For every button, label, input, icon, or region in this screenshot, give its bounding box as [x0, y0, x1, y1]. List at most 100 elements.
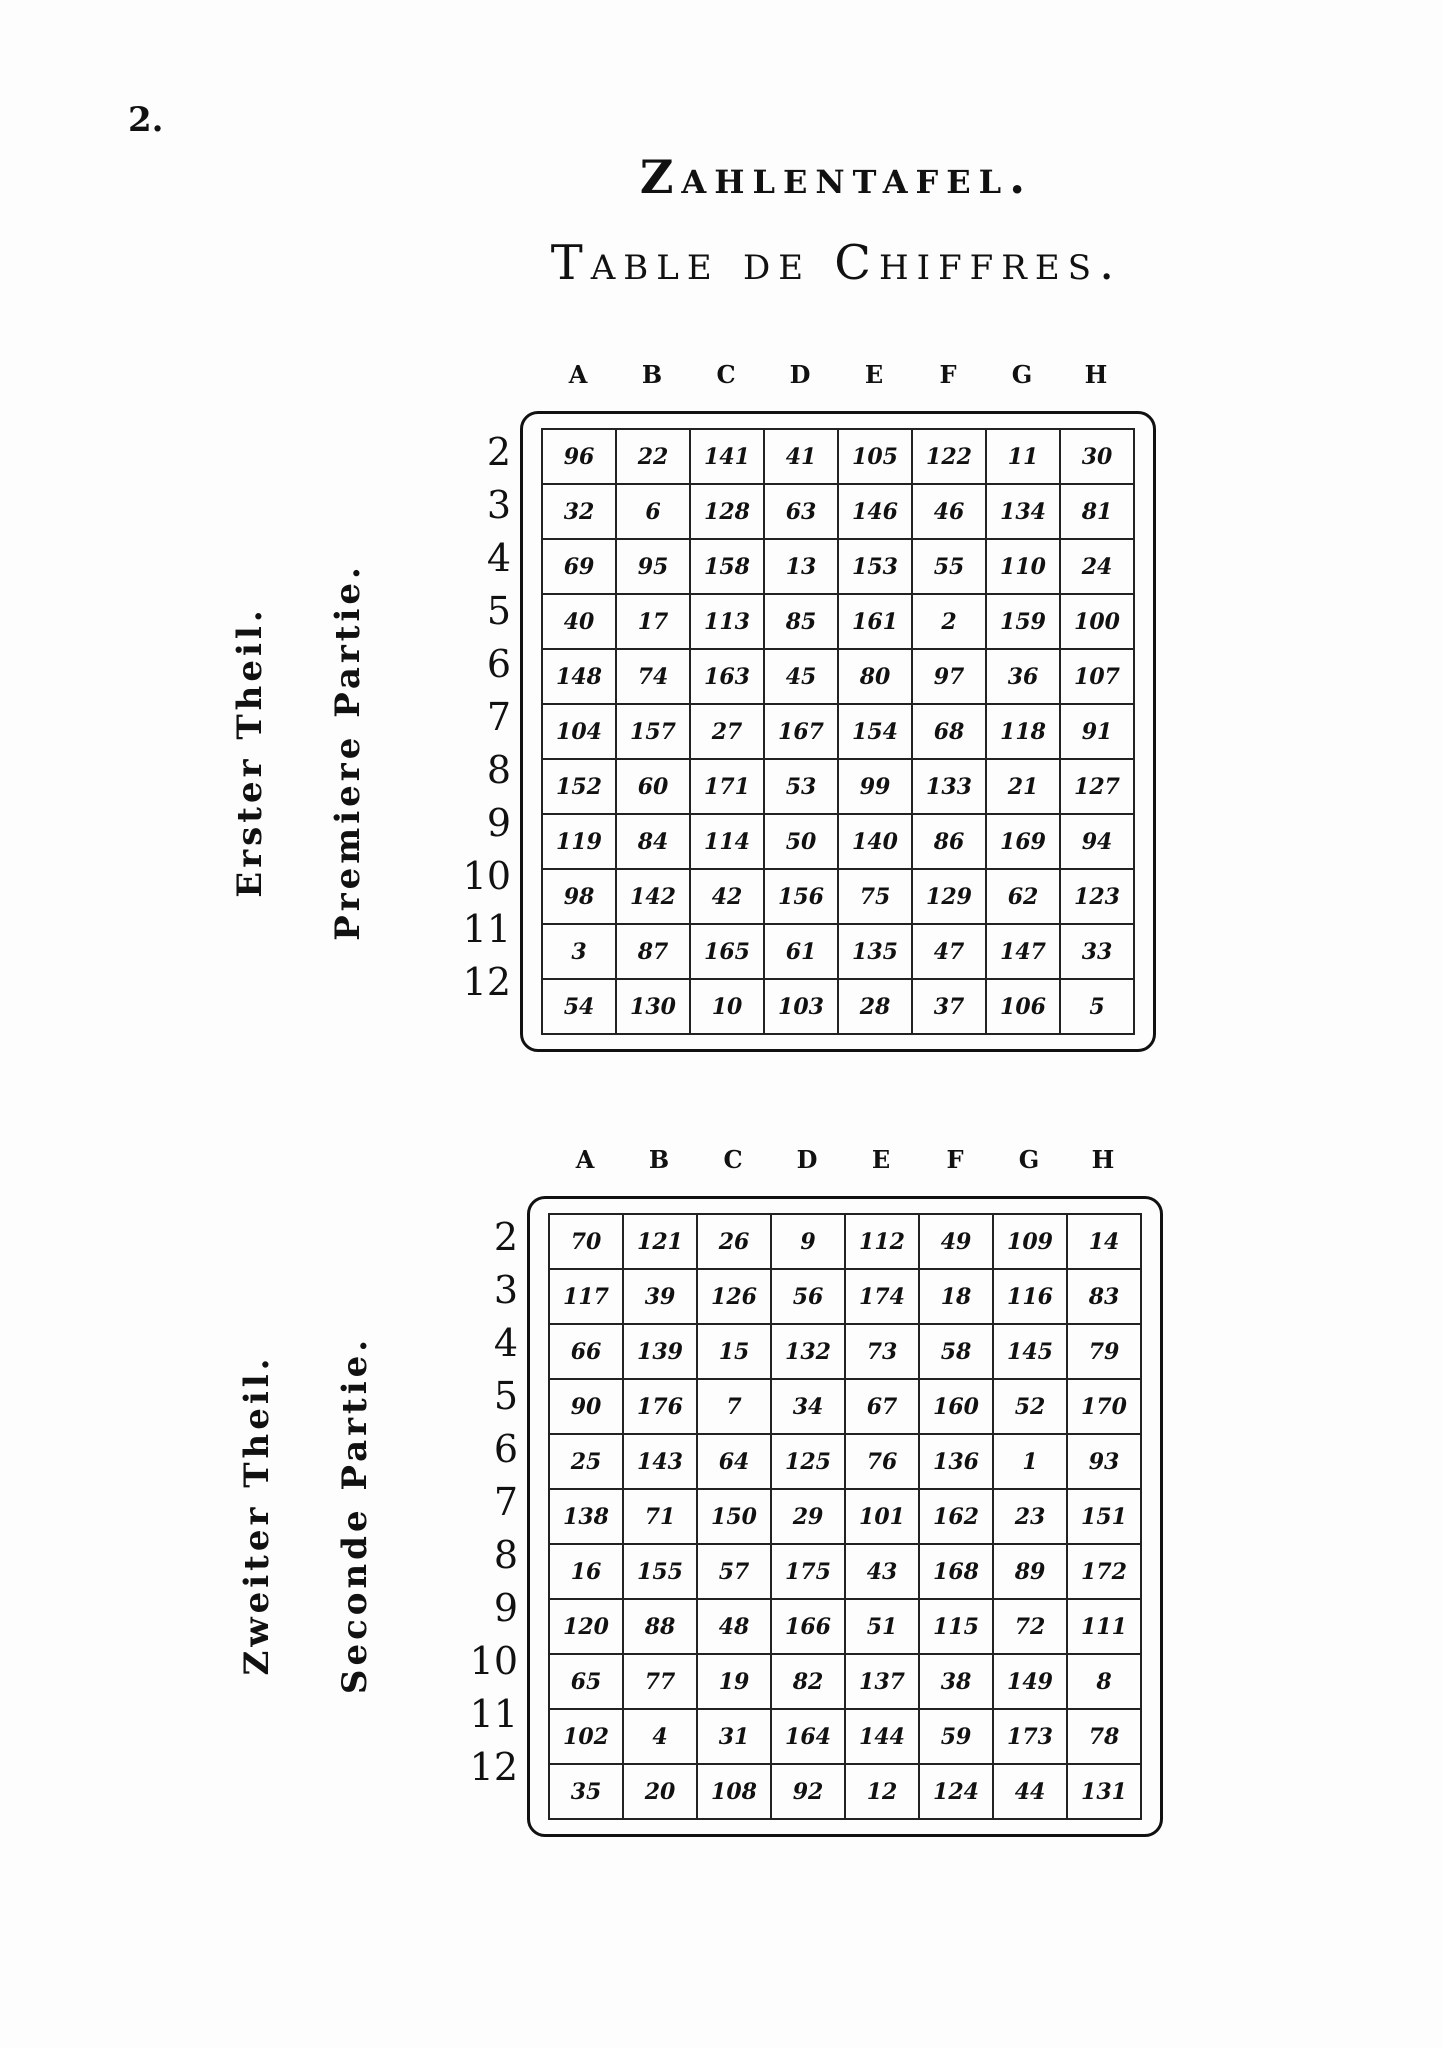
table-cell: 120 — [548, 1598, 624, 1655]
table-cell: 104 — [541, 703, 617, 760]
column-header: G — [1011, 360, 1033, 389]
table-cell: 164 — [770, 1708, 846, 1765]
table-cell: 163 — [689, 648, 765, 705]
column-header: E — [864, 360, 884, 389]
table-cell: 152 — [541, 758, 617, 815]
table-cell: 157 — [615, 703, 691, 760]
table-cell: 151 — [1066, 1488, 1142, 1545]
table-cell: 175 — [770, 1543, 846, 1600]
table-cell: 92 — [770, 1763, 846, 1820]
table-cell: 95 — [615, 538, 691, 595]
column-header: D — [796, 1145, 818, 1174]
table-cell: 129 — [911, 868, 987, 925]
table-cell: 108 — [696, 1763, 772, 1820]
table-cell: 35 — [548, 1763, 624, 1820]
column-header: F — [939, 360, 957, 389]
table-cell: 156 — [763, 868, 839, 925]
table-cell: 46 — [911, 483, 987, 540]
column-header: C — [723, 1145, 743, 1174]
table-cell: 111 — [1066, 1598, 1142, 1655]
table-cell: 79 — [1066, 1323, 1142, 1380]
table-cell: 140 — [837, 813, 913, 870]
table-cell: 76 — [844, 1433, 920, 1490]
table-cell: 97 — [911, 648, 987, 705]
table-cell: 18 — [918, 1268, 994, 1325]
table-cell: 127 — [1059, 758, 1135, 815]
table-cell: 84 — [615, 813, 691, 870]
table-cell: 153 — [837, 538, 913, 595]
table-cell: 13 — [763, 538, 839, 595]
table-cell: 125 — [770, 1433, 846, 1490]
table-cell: 122 — [911, 428, 987, 485]
table-cell: 40 — [541, 593, 617, 650]
table-cell: 42 — [689, 868, 765, 925]
table-cell: 50 — [763, 813, 839, 870]
row-label: 8 — [493, 1533, 518, 1577]
table-cell: 113 — [689, 593, 765, 650]
column-header: D — [789, 360, 811, 389]
table-cell: 166 — [770, 1598, 846, 1655]
table-cell: 28 — [837, 978, 913, 1035]
table-cell: 96 — [541, 428, 617, 485]
table-cell: 161 — [837, 593, 913, 650]
row-label: 11 — [462, 907, 511, 951]
table-cell: 142 — [615, 868, 691, 925]
table-cell: 63 — [763, 483, 839, 540]
table-cell: 20 — [622, 1763, 698, 1820]
table-cell: 32 — [541, 483, 617, 540]
table-cell: 3 — [541, 923, 617, 980]
table-cell: 49 — [918, 1213, 994, 1270]
table-cell: 62 — [985, 868, 1061, 925]
table-cell: 126 — [696, 1268, 772, 1325]
table-cell: 25 — [548, 1433, 624, 1490]
row-label: 3 — [493, 1268, 518, 1312]
table-cell: 77 — [622, 1653, 698, 1710]
table-cell: 154 — [837, 703, 913, 760]
table-cell: 141 — [689, 428, 765, 485]
table-cell: 110 — [985, 538, 1061, 595]
table-cell: 128 — [689, 483, 765, 540]
table-cell: 132 — [770, 1323, 846, 1380]
table-cell: 159 — [985, 593, 1061, 650]
column-header: A — [568, 360, 588, 389]
table-cell: 17 — [615, 593, 691, 650]
table-cell: 73 — [844, 1323, 920, 1380]
table-cell: 16 — [548, 1543, 624, 1600]
table-cell: 85 — [763, 593, 839, 650]
table-cell: 133 — [911, 758, 987, 815]
table-cell: 139 — [622, 1323, 698, 1380]
table-cell: 52 — [992, 1378, 1068, 1435]
table-cell: 83 — [1066, 1268, 1142, 1325]
title-german: Zahlentafel. — [639, 150, 1034, 204]
column-header: B — [641, 360, 663, 389]
column-header: H — [1091, 1145, 1115, 1174]
row-label: 9 — [486, 801, 511, 845]
table-cell: 41 — [763, 428, 839, 485]
row-label: 12 — [469, 1745, 518, 1789]
table-cell: 59 — [918, 1708, 994, 1765]
table-cell: 36 — [985, 648, 1061, 705]
table-cell: 150 — [696, 1488, 772, 1545]
part1-label-french: Premiere Partie. — [328, 563, 368, 941]
table-cell: 9 — [770, 1213, 846, 1270]
table-cell: 27 — [689, 703, 765, 760]
table-cell: 102 — [548, 1708, 624, 1765]
table-cell: 87 — [615, 923, 691, 980]
table-cell: 57 — [696, 1543, 772, 1600]
row-label: 5 — [486, 589, 511, 633]
table-cell: 67 — [844, 1378, 920, 1435]
table-cell: 74 — [615, 648, 691, 705]
part1-label-german: Erster Theil. — [230, 606, 270, 898]
table-cell: 99 — [837, 758, 913, 815]
table-cell: 169 — [985, 813, 1061, 870]
table-cell: 88 — [622, 1598, 698, 1655]
table-cell: 26 — [696, 1213, 772, 1270]
table-cell: 172 — [1066, 1543, 1142, 1600]
